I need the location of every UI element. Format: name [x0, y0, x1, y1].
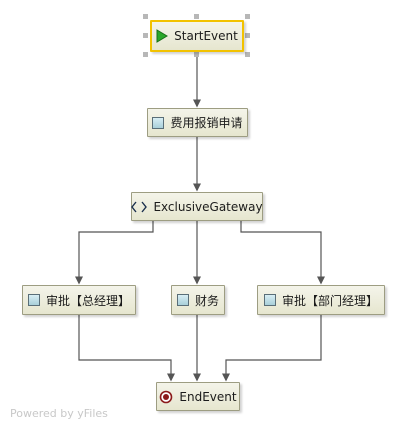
task-icon: [27, 294, 40, 306]
exclusive-gateway-node[interactable]: ExclusiveGateway: [131, 192, 263, 221]
expense-request-node[interactable]: 费用报销申请: [147, 108, 248, 137]
selection-handle-top-right[interactable]: [245, 14, 250, 19]
selection-handle-bottom-right[interactable]: [245, 52, 250, 57]
selection-handle-middle-right[interactable]: [245, 33, 250, 38]
approve-gm-label: 审批【总经理】: [45, 293, 130, 308]
task-icon: [176, 294, 189, 306]
end-event-node[interactable]: EndEvent: [156, 382, 240, 411]
selection-handle-top-left[interactable]: [143, 14, 148, 19]
edge-gateway-to-approve-dept[interactable]: [240, 221, 325, 285]
approve-dept-node[interactable]: 审批【部门经理】: [257, 285, 385, 315]
end-event-icon: [159, 390, 173, 404]
start-event-node[interactable]: StartEvent: [150, 20, 244, 52]
selection-handle-bottom-center[interactable]: [194, 52, 199, 57]
edge-gateway-to-approve-gm[interactable]: [75, 221, 154, 285]
approve-dept-label: 审批【部门经理】: [281, 293, 378, 308]
task-icon: [263, 294, 276, 306]
task-icon: [152, 116, 165, 129]
approve-gm-node[interactable]: 审批【总经理】: [22, 285, 136, 315]
selection-handle-bottom-left[interactable]: [143, 52, 148, 57]
edge-approve-gm-to-end[interactable]: [78, 315, 175, 382]
exclusive-gateway-label: ExclusiveGateway: [153, 199, 263, 214]
play-triangle-icon: [156, 29, 169, 43]
selection-handle-middle-left[interactable]: [143, 33, 148, 38]
finance-label: 财务: [194, 293, 219, 308]
finance-node[interactable]: 财务: [171, 285, 225, 315]
start-event-label: StartEvent: [174, 29, 238, 43]
selection-handle-top-center[interactable]: [194, 14, 199, 19]
end-event-label: EndEvent: [179, 389, 237, 404]
edge-approve-dept-to-end[interactable]: [222, 315, 322, 382]
expense-request-label: 费用报销申请: [170, 116, 243, 130]
diamond-icon: [131, 201, 148, 213]
powered-by-watermark: Powered by yFiles: [10, 407, 108, 420]
